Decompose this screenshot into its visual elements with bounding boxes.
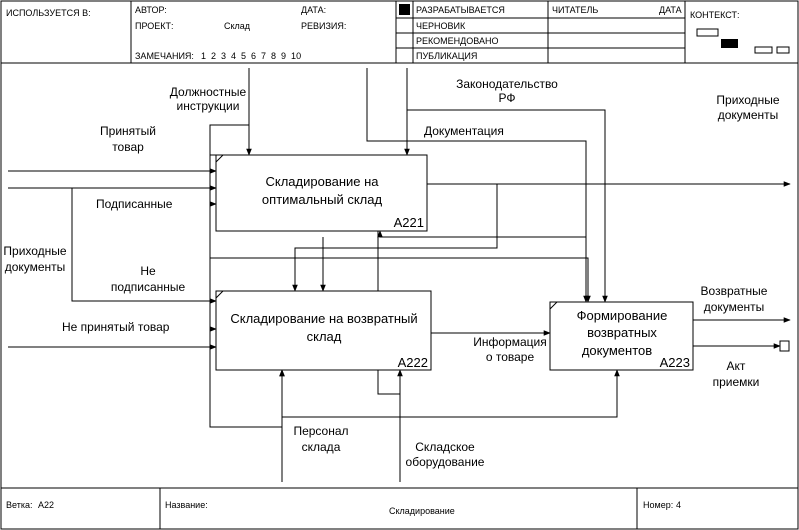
used-at-label: ИСПОЛЬЗУЕТСЯ В: (6, 8, 91, 18)
label-equipment-1: Складское (415, 440, 475, 454)
label-goods-info-1: Информация (473, 335, 546, 349)
block-a221-title-2: оптимальный склад (262, 192, 383, 207)
label-incoming-docs-2: документы (718, 108, 779, 122)
block-a223-title-3: документов (582, 343, 652, 358)
branch-label: Ветка: (6, 500, 32, 510)
label-accepted-goods-1: Принятый (100, 124, 156, 138)
name-value: Складирование (389, 506, 455, 516)
label-not-signed-1: Не (140, 264, 156, 278)
label-law-2: РФ (499, 91, 516, 105)
block-a222-title-1: Складирование на возвратный (230, 311, 417, 326)
block-a223-title-2: возвратных (587, 325, 657, 340)
block-a221-code: A221 (394, 215, 424, 230)
number-value: 4 (676, 500, 681, 510)
footer-frame (0, 487, 799, 530)
block-a223-code: A223 (660, 355, 690, 370)
label-law-1: Законодательство (456, 77, 558, 91)
notes-label: ЗАМЕЧАНИЯ: (135, 51, 194, 61)
block-a221[interactable] (215, 154, 428, 232)
arrows (8, 68, 791, 482)
label-incoming-docs-1: Приходные (716, 93, 780, 107)
block-a223[interactable] (549, 301, 694, 371)
block-a221-title-1: Складирование на (265, 174, 379, 189)
branch-value: A22 (38, 500, 54, 510)
label-signed: Подписанные (96, 197, 173, 211)
status-draft: ЧЕРНОВИК (416, 21, 466, 31)
revision-label: РЕВИЗИЯ: (301, 21, 346, 31)
number-label: Номер: (643, 500, 673, 510)
label-left-docs-2: документы (5, 260, 66, 274)
label-left-docs-1: Приходные (3, 244, 67, 258)
label-equipment-2: оборудование (406, 455, 485, 469)
label-documentation: Документация (424, 124, 504, 138)
label-return-docs-2: документы (704, 300, 765, 314)
label-return-docs-1: Возвратные (701, 284, 768, 298)
label-act-2: приемки (713, 375, 760, 389)
label-accepted-goods-2: товар (112, 140, 144, 154)
project-value: Склад (224, 21, 251, 31)
block-a222-title-2: склад (307, 329, 342, 344)
label-not-signed-2: подписанные (111, 280, 186, 294)
context-label: КОНТЕКСТ: (690, 10, 739, 20)
block-a222-code: A222 (398, 355, 428, 370)
reader-date-label: ДАТА (659, 5, 682, 15)
author-label: АВТОР: (135, 5, 167, 15)
status-recommended: РЕКОМЕНДОВАНО (416, 36, 498, 46)
status-developing: РАЗРАБАТЫВАЕТСЯ (416, 5, 505, 15)
project-label: ПРОЕКТ: (135, 21, 174, 31)
status-publication: ПУБЛИКАЦИЯ (416, 51, 477, 61)
name-label: Название: (165, 500, 208, 510)
label-not-accepted-goods: Не принятый товар (62, 320, 170, 334)
label-staff-1: Персонал (293, 424, 348, 438)
reader-label: ЧИТАТЕЛЬ (552, 5, 598, 15)
label-goods-info-2: о товаре (486, 350, 535, 364)
notes-numbers: 1 2 3 4 5 6 7 8 9 10 (201, 51, 301, 61)
block-a223-title-1: Формирование (577, 308, 668, 323)
status-active-marker (399, 4, 410, 15)
label-act-1: Акт (727, 359, 746, 373)
date-label: ДАТА: (301, 5, 326, 15)
label-job-instructions-2: инструкции (177, 99, 240, 113)
label-job-instructions-1: Должностные (170, 85, 247, 99)
label-staff-2: склада (302, 440, 341, 454)
context-thumbnail (696, 28, 790, 54)
